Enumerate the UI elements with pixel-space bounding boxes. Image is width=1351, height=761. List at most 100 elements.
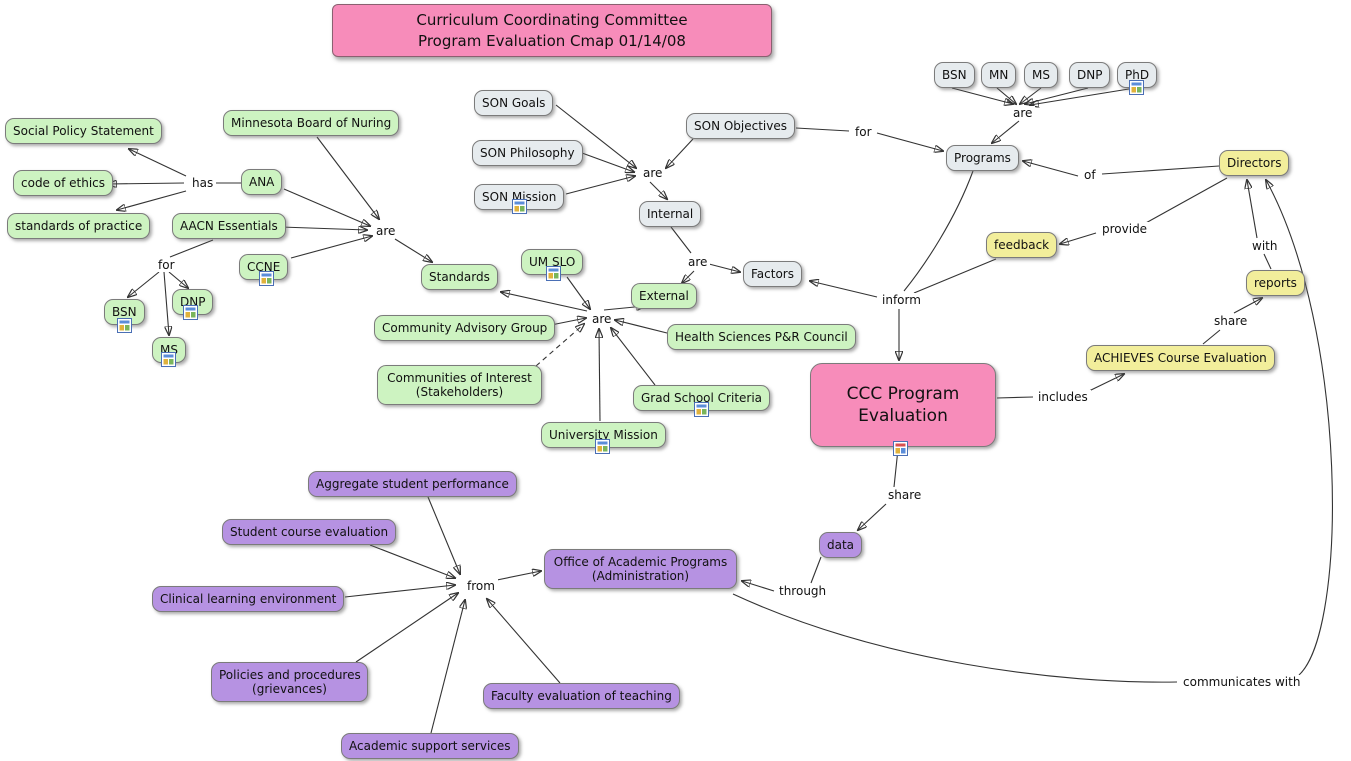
resource-icon[interactable]	[183, 305, 198, 320]
node-academic-support-services[interactable]: Academic support services	[341, 733, 519, 760]
edge-are-external-top	[682, 270, 695, 283]
link-label-share-reports: share	[1211, 314, 1251, 328]
node-factors[interactable]: Factors	[743, 261, 802, 288]
node-ms-top[interactable]: MS	[1024, 62, 1058, 89]
edge-reports-with	[1263, 253, 1272, 270]
node-son-philosophy[interactable]: SON Philosophy	[472, 140, 583, 167]
resource-icon[interactable]	[512, 199, 527, 214]
edge-dnp-are	[1025, 87, 1089, 104]
node-bsn-top[interactable]: BSN	[934, 62, 975, 89]
map-title: Curriculum Coordinating Committee Progra…	[332, 4, 772, 58]
node-reports[interactable]: reports	[1246, 270, 1305, 297]
node-mn-top[interactable]: MN	[981, 62, 1017, 89]
node-communities-of-interest[interactable]: Communities of Interest (Stakeholders)	[377, 365, 542, 406]
edge-aacn-are	[280, 227, 367, 230]
edge-of-programs	[1023, 161, 1079, 177]
edge-aacn-for	[169, 239, 214, 258]
edge-share-reports	[1233, 298, 1262, 314]
node-standards-of-practice[interactable]: standards of practice	[7, 213, 151, 240]
edge-for-ms	[163, 271, 169, 335]
edge-umslo-are	[566, 276, 590, 309]
node-minnesota-board[interactable]: Minnesota Board of Nuring	[223, 110, 400, 137]
link-label-of: of	[1081, 168, 1099, 182]
edge-health-sciences-are	[615, 320, 668, 334]
resource-icon[interactable]	[595, 439, 610, 454]
edge-office-communicates	[732, 593, 1178, 683]
node-son-objectives[interactable]: SON Objectives	[686, 113, 796, 140]
edge-son-objectives-are	[666, 138, 694, 168]
node-programs[interactable]: Programs	[946, 145, 1019, 172]
node-community-advisory-group[interactable]: Community Advisory Group	[374, 315, 556, 342]
node-dnp-top[interactable]: DNP	[1069, 62, 1111, 89]
edge-through-office	[742, 581, 775, 592]
edge-son-mission-are	[565, 176, 635, 195]
link-label-includes: includes	[1035, 390, 1091, 404]
node-standards[interactable]: Standards	[421, 264, 498, 291]
node-social-policy-statement[interactable]: Social Policy Statement	[5, 118, 162, 145]
node-directors[interactable]: Directors	[1219, 150, 1290, 177]
edge-son-objectives-for	[795, 127, 850, 132]
edge-mn-are	[996, 87, 1016, 104]
node-ana[interactable]: ANA	[241, 169, 283, 196]
edge-are-standards	[394, 238, 432, 262]
link-label-from: from	[464, 579, 498, 593]
edge-for-programs	[876, 132, 943, 151]
edge-mnboard-are	[316, 136, 379, 219]
edge-son-goals-are	[555, 104, 636, 168]
resource-icon[interactable]	[546, 266, 561, 281]
link-label-has: has	[189, 176, 217, 190]
node-policies-and-procedures[interactable]: Policies and procedures (grievances)	[211, 662, 368, 703]
edge-university-mission-are	[599, 329, 600, 422]
node-achieves-course-evaluation[interactable]: ACHIEVES Course Evaluation	[1086, 345, 1275, 372]
edge-feedback-inform	[913, 258, 997, 294]
edge-internal-are	[670, 226, 692, 254]
resource-icon[interactable]	[161, 352, 176, 367]
edge-phd-are	[1030, 87, 1136, 105]
resource-icon[interactable]	[893, 441, 908, 456]
edge-communities-interest-are	[535, 324, 584, 367]
edge-directors-of	[1101, 165, 1220, 175]
node-external[interactable]: External	[631, 283, 697, 310]
link-label-provide: provide	[1099, 222, 1151, 236]
edge-ccc-includes	[996, 396, 1034, 399]
link-label-with: with	[1249, 239, 1281, 253]
link-label-share-data: share	[885, 488, 925, 502]
link-label-for-programs: for	[852, 125, 875, 139]
edge-ms-are	[1020, 87, 1042, 104]
edge-programs-inform	[903, 170, 974, 292]
node-office-academic-programs[interactable]: Office of Academic Programs (Administrat…	[544, 549, 737, 590]
edge-inform-factors	[810, 281, 878, 298]
resource-icon[interactable]	[1129, 80, 1144, 95]
edge-directors-provide	[1143, 177, 1228, 225]
edge-from-office	[491, 571, 541, 582]
resource-icon[interactable]	[259, 271, 274, 286]
node-code-of-ethics[interactable]: code of ethics	[13, 170, 114, 197]
edge-includes-achieves	[1088, 374, 1124, 392]
link-label-for-degrees: for	[155, 258, 178, 272]
resource-icon[interactable]	[117, 318, 132, 333]
link-label-are-factors: are	[685, 255, 711, 269]
node-clinical-learning-environment[interactable]: Clinical learning environment	[152, 586, 345, 613]
edge-share-data	[858, 503, 887, 530]
node-aggregate-student-performance[interactable]: Aggregate student performance	[308, 471, 517, 498]
edge-provide-feedback	[1060, 232, 1097, 244]
node-student-course-evaluation[interactable]: Student course evaluation	[222, 519, 397, 546]
node-son-goals[interactable]: SON Goals	[474, 90, 554, 117]
node-health-sciences-council[interactable]: Health Sciences P&R Council	[667, 324, 856, 351]
link-label-through: through	[776, 584, 830, 598]
node-feedback[interactable]: feedback	[986, 232, 1058, 259]
edge-has-social-policy	[129, 149, 187, 177]
edge-aggregate-from	[427, 496, 460, 574]
edge-communicates-directors	[1266, 180, 1333, 676]
resource-icon[interactable]	[694, 402, 709, 417]
edge-clinical-from	[344, 585, 455, 598]
edge-student-course-from	[369, 544, 455, 578]
node-aacn-essentials[interactable]: AACN Essentials	[172, 213, 286, 240]
node-data[interactable]: data	[819, 532, 863, 559]
node-ccc-program-evaluation[interactable]: CCC Program Evaluation	[810, 363, 996, 448]
edge-has-code-of-ethics	[108, 183, 185, 184]
node-faculty-evaluation-of-teaching[interactable]: Faculty evaluation of teaching	[483, 683, 680, 710]
edge-bsn-are	[951, 87, 1013, 104]
node-internal[interactable]: Internal	[639, 201, 702, 228]
